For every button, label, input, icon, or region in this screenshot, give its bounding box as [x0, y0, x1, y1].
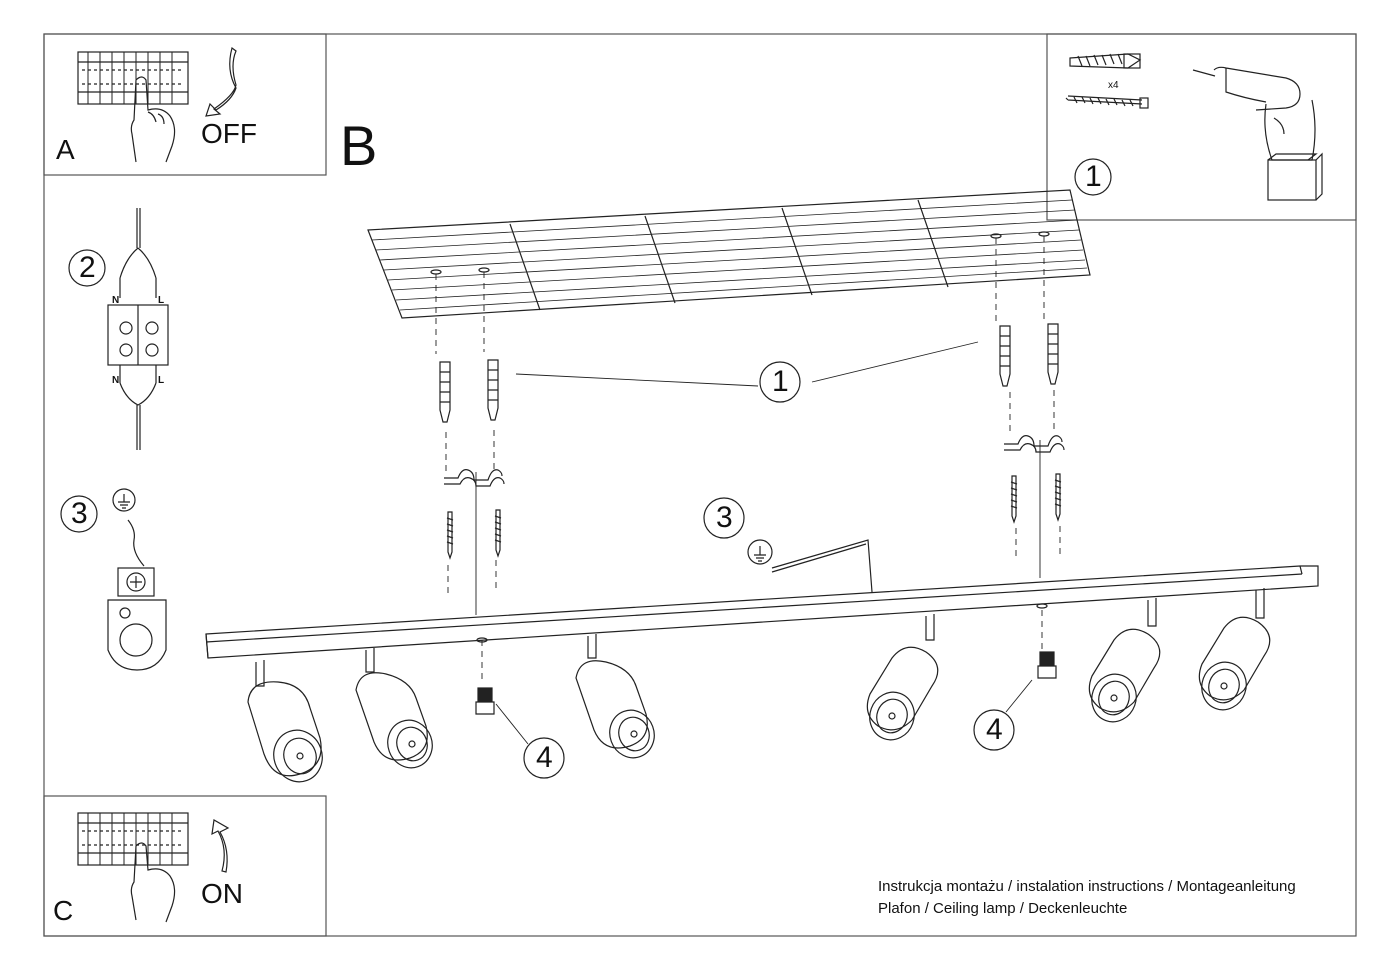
ceiling-plate [367, 189, 1091, 319]
end-cap-screw-icon [475, 603, 1057, 715]
step-badges [523, 361, 1015, 779]
terminal-block-icon [68, 208, 169, 450]
center-lines [475, 440, 1041, 615]
step-number-2: 2 [79, 251, 96, 284]
screw-icon [446, 473, 1062, 560]
step-number-3-main: 3 [716, 501, 733, 534]
footer-line-1: Instrukcja montażu / instalation instruc… [878, 878, 1296, 895]
breaker-on-icon [77, 812, 230, 923]
wire-label-n-bottom: N [112, 375, 120, 386]
step-number-1-main: 1 [772, 365, 789, 398]
panel-c-letter: C [53, 895, 74, 926]
mounting-bracket [444, 435, 1065, 487]
ground-wire [747, 539, 873, 593]
step-number-4-right: 4 [986, 713, 1003, 746]
frame [43, 33, 1357, 937]
spotlight [247, 588, 1271, 783]
dowel-quantity: x4 [1108, 80, 1119, 91]
panel-b-letter: B [340, 114, 378, 177]
alignment-lines [435, 236, 1061, 680]
footer-line-2: Plafon / Ceiling lamp / Deckenleuchte [878, 900, 1128, 917]
wire-label-l-bottom: L [158, 375, 165, 386]
footer-instructions: Instrukcja montażu / instalation instruc… [878, 876, 1296, 920]
ground-terminal-icon [60, 488, 167, 671]
drill-icon [1192, 66, 1323, 201]
panel-a-letter: A [56, 134, 75, 165]
step-number-4-left: 4 [536, 741, 553, 774]
breaker-off-icon [77, 46, 237, 163]
callout-leaders [495, 341, 1033, 745]
panel-c-state: ON [201, 878, 243, 909]
panel-a-state: OFF [201, 118, 257, 149]
step-number-3-side: 3 [71, 497, 88, 530]
screw-and-dowel-icon [1065, 53, 1149, 109]
wall-plug-icon [439, 323, 1059, 423]
lamp-rail [205, 565, 1319, 659]
wire-label-n-top: N [112, 295, 120, 306]
wire-label-l-top: L [158, 295, 165, 306]
step-number-1-tools: 1 [1085, 160, 1102, 193]
step-badge-tools [1074, 158, 1112, 196]
